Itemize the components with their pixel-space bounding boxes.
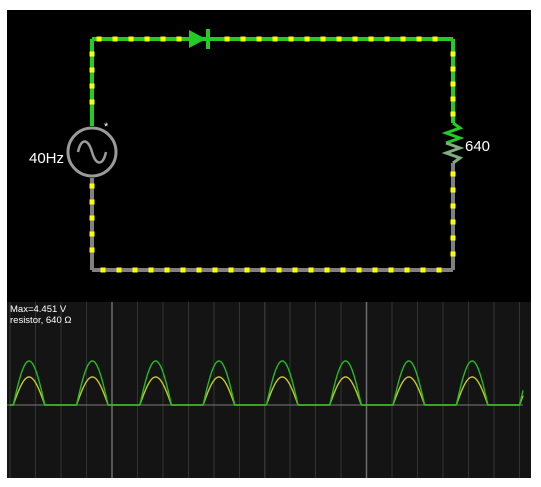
current-dot [196,267,202,273]
diode[interactable] [189,29,210,49]
current-dot [89,183,95,189]
current-dot [324,267,330,273]
current-dot [388,267,394,273]
current-dot [450,96,456,102]
current-dot [400,36,406,42]
current-dot [89,215,95,221]
current-dot [450,66,456,72]
current-dot [89,99,95,105]
scope-max-label: Max=4.451 V [10,304,67,315]
current-dot [450,251,456,257]
resistor-zigzag-upper-icon [441,121,465,145]
diode-triangle-icon [189,30,206,48]
current-dot [89,67,95,73]
current-dot [372,267,378,273]
current-dot [244,267,250,273]
current-dot [276,267,282,273]
current-dot [144,36,150,42]
voltage-trace [10,360,524,406]
current-dot [320,36,326,42]
current-dot [450,81,456,87]
current-dot [404,267,410,273]
circuit-simulator: 640 40Hz * Max=4.451 V resistor, 640 Ω [7,10,531,478]
current-dot [89,247,95,253]
current-dot [116,267,122,273]
current-dot [212,267,218,273]
current-dot [352,36,358,42]
resistor-zigzag-lower-icon [441,141,465,165]
current-dot [176,36,182,42]
current-dot [148,267,154,273]
current-dot [160,36,166,42]
resistor-value-label: 640 [465,138,490,155]
frequency-label: 40Hz [29,150,64,167]
current-dot [224,36,230,42]
current-dot [128,36,134,42]
current-dot [89,199,95,205]
current-dot [100,267,106,273]
current-dot [180,267,186,273]
current-dot [288,36,294,42]
sine-wave-icon [76,140,108,164]
current-dots [89,36,456,273]
current-dot [308,267,314,273]
source-marker: * [104,121,109,133]
oscilloscope-panel[interactable]: Max=4.451 V resistor, 640 Ω [7,302,531,478]
current-dot [416,36,422,42]
current-dot [112,36,118,42]
current-dot [384,36,390,42]
current-dot [356,267,362,273]
current-dot [240,36,246,42]
circuit-canvas[interactable]: 640 40Hz * [7,10,531,302]
current-dot [256,36,262,42]
current-dot [450,187,456,193]
current-dot [89,83,95,89]
current-dot [450,51,456,57]
current-dot [304,36,310,42]
current-dot [432,36,438,42]
current-dot [450,171,456,177]
ac-source-circle [66,126,118,178]
scope-grid [9,302,520,478]
current-dot [436,267,442,273]
ac-voltage-source[interactable]: 40Hz * [29,121,118,178]
current-dot [450,235,456,241]
current-dot [336,36,342,42]
current-dot [368,36,374,42]
wires [90,37,455,272]
current-dot [272,36,278,42]
current-dot [164,267,170,273]
scope-element-label: resistor, 640 Ω [10,315,72,326]
current-dot [132,267,138,273]
current-dot [292,267,298,273]
current-dot [260,267,266,273]
current-dot [96,36,102,42]
current-dot [450,203,456,209]
resistor[interactable]: 640 [441,121,490,165]
current-dot [420,267,426,273]
scope-plot [7,302,524,478]
current-dot [450,111,456,117]
current-dot [89,231,95,237]
current-dot [450,219,456,225]
current-dot [340,267,346,273]
current-dot [228,267,234,273]
current-dot [89,51,95,57]
